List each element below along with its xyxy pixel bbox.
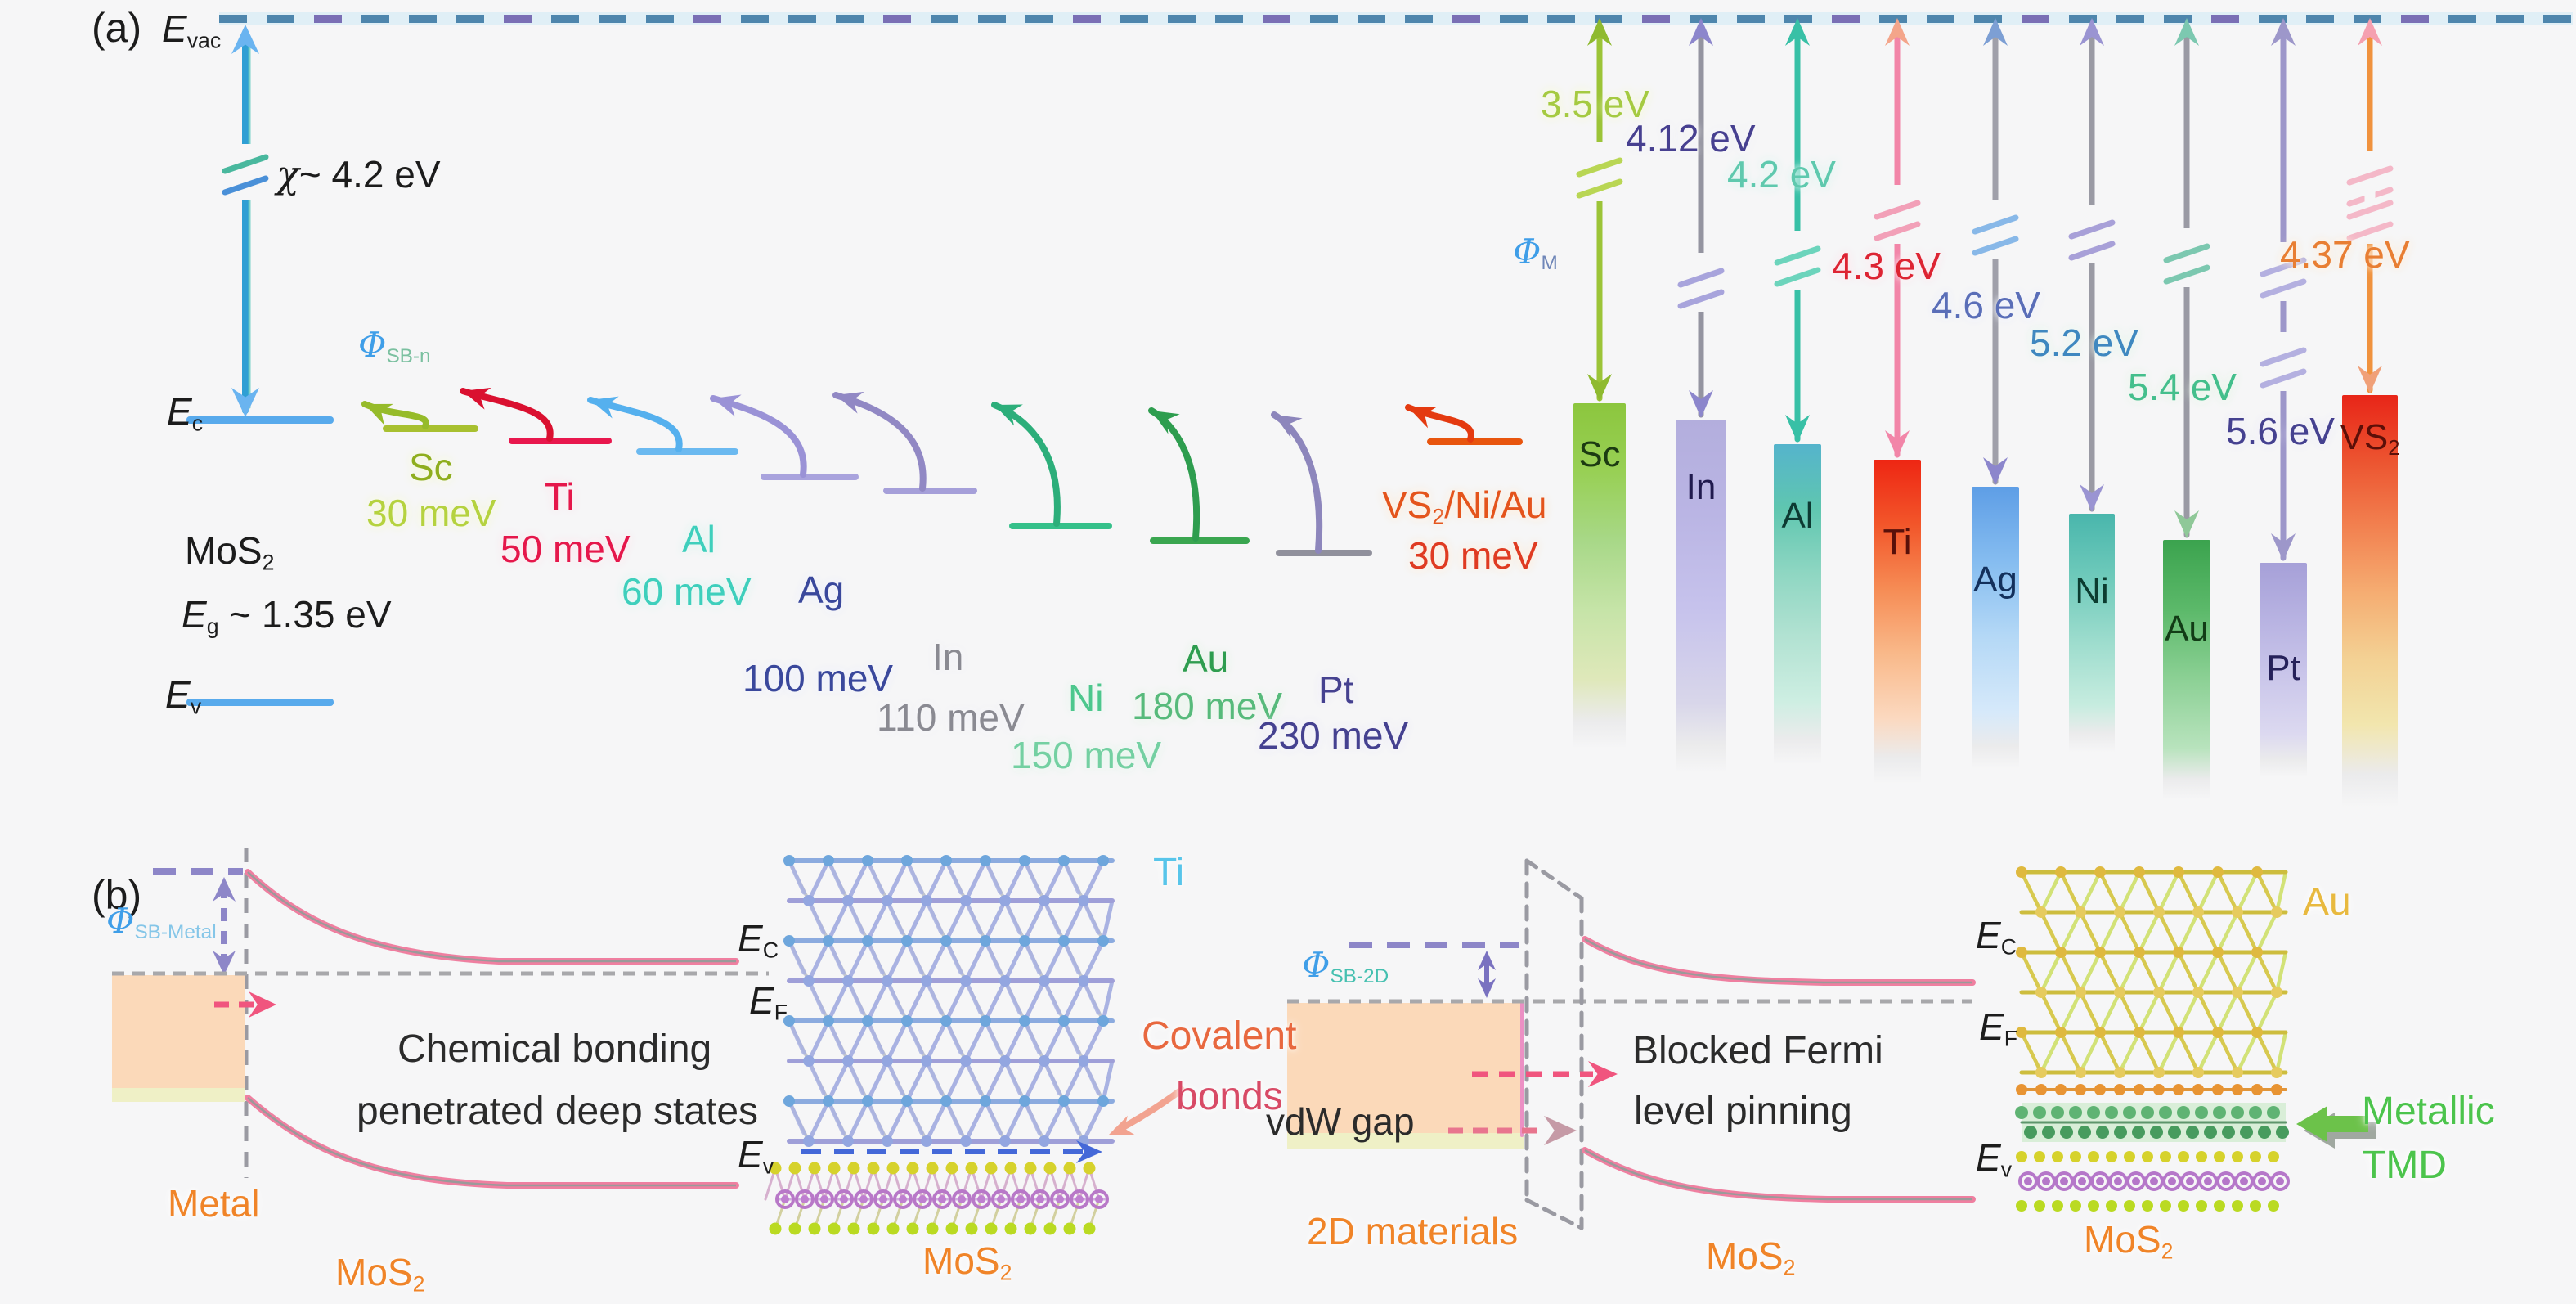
metal-ni-bar-label: Ni bbox=[2075, 571, 2109, 611]
phi-m-label: ΦM bbox=[1513, 232, 1558, 274]
metal-al-name-label: Al bbox=[682, 518, 716, 560]
caption-level-pinning: level pinning bbox=[1634, 1090, 1852, 1133]
ev-label: Ev bbox=[165, 673, 202, 719]
mos2-left-label: MoS2 bbox=[335, 1251, 425, 1297]
metal-vs2-bar bbox=[2342, 395, 2398, 807]
metal-pt-name-label: Pt bbox=[1318, 668, 1354, 711]
ti-lattice-label: Ti bbox=[1153, 851, 1185, 894]
metal-ni-bar bbox=[2069, 514, 2115, 753]
metal-sc-wf-label: 3.5 eV bbox=[1541, 83, 1649, 125]
metal-sc-bar bbox=[1573, 403, 1626, 749]
metal-sc-name-label: Sc bbox=[409, 446, 453, 488]
mos2-label: MoS2 bbox=[185, 529, 275, 575]
metal-ag-bar-label: Ag bbox=[1973, 560, 2017, 600]
metal-ni-name-label: Ni bbox=[1068, 677, 1104, 719]
metal-pt-sbh-label: 230 meV bbox=[1258, 714, 1409, 757]
chi-label: χ~ 4.2 eV bbox=[276, 152, 441, 196]
metal-al-sbh-label: 60 meV bbox=[622, 570, 752, 613]
caption-chemical-bonding: Chemical bonding bbox=[397, 1027, 712, 1071]
phi-sb-metal-label: ΦSB-Metal bbox=[106, 901, 217, 943]
ec-right-label: EC bbox=[1976, 914, 2017, 960]
vdw-gap-label: vdW gap bbox=[1266, 1100, 1415, 1143]
covalent-label: Covalent bbox=[1142, 1014, 1297, 1058]
metal-in-wf-label: 4.12 eV bbox=[1626, 117, 1756, 160]
metal-au-wf-label: 5.4 eV bbox=[2128, 366, 2237, 408]
metal-ag-wf-label: 4.6 eV bbox=[1932, 284, 2040, 326]
metal-vs2-sbh-label: 30 meV bbox=[1408, 534, 1538, 577]
metal-in-sbh-label: 110 meV bbox=[877, 696, 1025, 739]
2d-materials-region-label: 2D materials bbox=[1307, 1210, 1519, 1252]
mos2-right-diagram-label: MoS2 bbox=[1706, 1234, 1796, 1280]
metallic-label: Metallic bbox=[2362, 1090, 2495, 1133]
metal-ti-wf-label: 4.3 eV bbox=[1832, 245, 1941, 287]
metal-sc-bar-label: Sc bbox=[1578, 434, 1621, 474]
metal-ag-bar bbox=[1972, 487, 2019, 769]
metal-ag-name-label: Ag bbox=[798, 569, 845, 611]
metal-in-name-label: In bbox=[932, 636, 964, 678]
metal-au-bar-label: Au bbox=[2165, 609, 2209, 649]
evac-label: Evac bbox=[162, 7, 222, 53]
metal-ti-bar bbox=[1874, 460, 1921, 784]
ec-label: Ec bbox=[167, 390, 204, 436]
metal-in-bar-label: In bbox=[1685, 467, 1717, 507]
mos2-under-au-label: MoS2 bbox=[2084, 1218, 2174, 1264]
ev-right-label: Ev bbox=[1976, 1136, 2013, 1182]
au-lattice-label: Au bbox=[2303, 880, 2351, 924]
phi-sb-n-label: ΦSB-n bbox=[358, 325, 431, 367]
eg-label: Eg ~ 1.35 eV bbox=[182, 593, 392, 639]
metal-sc-sbh-label: 30 meV bbox=[366, 492, 496, 534]
ec-left-label: EC bbox=[738, 917, 779, 963]
ef-right-label: EF bbox=[1979, 1005, 2017, 1051]
metal-au-bar bbox=[2163, 540, 2210, 800]
mos2-mid-label: MoS2 bbox=[922, 1239, 1012, 1285]
metal-au-sbh-label: 180 meV bbox=[1132, 685, 1283, 727]
caption-blocked-fermi: Blocked Fermi bbox=[1632, 1029, 1883, 1072]
metal-ti-bar-label: Ti bbox=[1883, 522, 1912, 562]
phi-sb-2d-label: ΦSB-2D bbox=[1302, 945, 1389, 987]
metal-vs2-bar-label: VS2 bbox=[2340, 417, 2400, 461]
tmd-label: TMD bbox=[2362, 1144, 2447, 1187]
metal-al-wf-label: 4.2 eV bbox=[1727, 153, 1836, 196]
panel-a-tag: (a) bbox=[92, 5, 142, 51]
metal-pt-bar-label: Pt bbox=[2266, 648, 2300, 688]
metal-vs2-wf-label: 4.37 eV bbox=[2280, 233, 2410, 276]
ev-left-label: Ev bbox=[738, 1133, 774, 1179]
metal-pt-wf-label: 5.6 eV bbox=[2226, 410, 2335, 452]
panel-b-tag: (b) bbox=[92, 872, 142, 918]
metal-al-bar bbox=[1774, 444, 1821, 765]
metal-ni-sbh-label: 150 meV bbox=[1011, 734, 1162, 776]
metal-pt-bar bbox=[2260, 563, 2307, 777]
metal-ti-sbh-label: 50 meV bbox=[500, 528, 631, 570]
metal-region-label: Metal bbox=[168, 1182, 260, 1225]
metal-ag-sbh-label: 100 meV bbox=[743, 657, 894, 699]
ef-left-label: EF bbox=[749, 979, 788, 1025]
metal-au-name-label: Au bbox=[1183, 637, 1229, 680]
caption-penetrated-deep-states: penetrated deep states bbox=[357, 1090, 759, 1133]
metal-in-bar bbox=[1676, 420, 1726, 773]
metal-vs2-name-label: VS2/Ni/Au bbox=[1382, 483, 1547, 529]
metal-ti-name-label: Ti bbox=[545, 475, 575, 518]
metal-al-bar-label: Al bbox=[1781, 496, 1814, 536]
metal-ni-wf-label: 5.2 eV bbox=[2030, 322, 2138, 364]
bonds-label: bonds bbox=[1176, 1075, 1283, 1118]
